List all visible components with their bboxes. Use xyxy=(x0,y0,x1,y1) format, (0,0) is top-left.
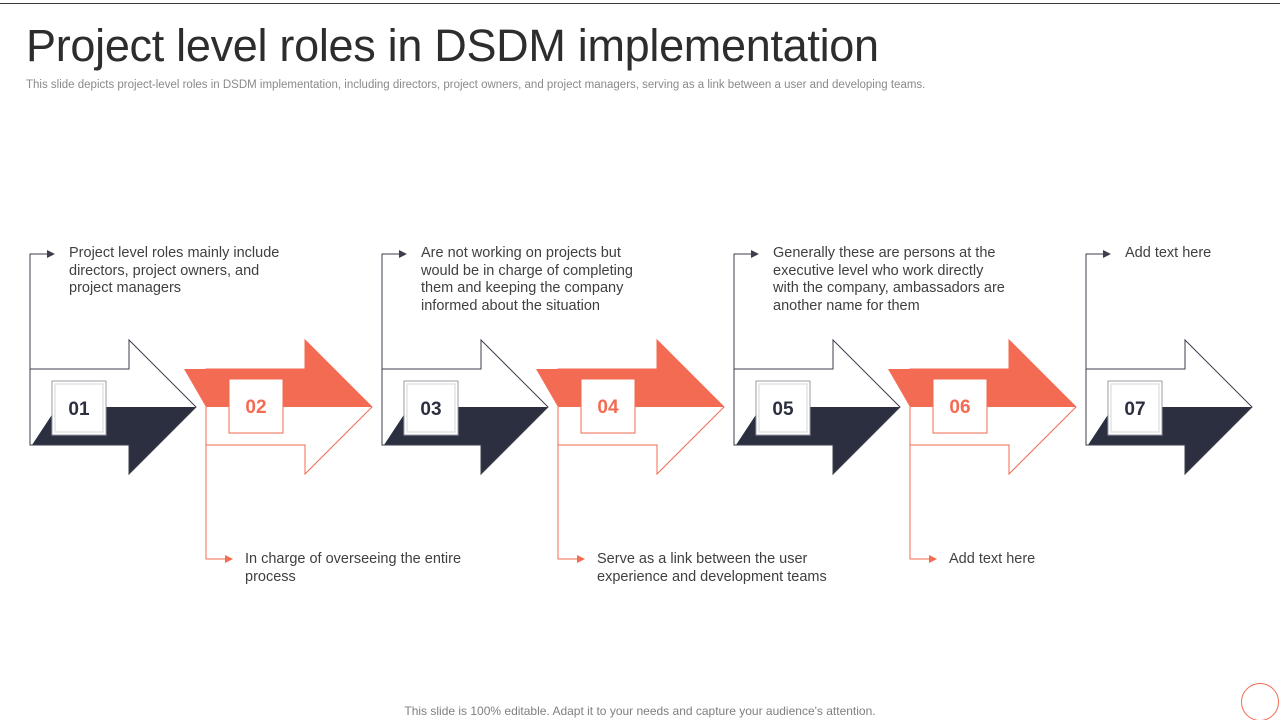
step-number-box xyxy=(51,380,107,436)
connector-line xyxy=(909,444,1009,560)
step-07: 07 xyxy=(1085,250,1253,476)
step-number-box-inner xyxy=(1110,383,1160,433)
step-02: 02 xyxy=(184,338,373,563)
corner-circle-decoration xyxy=(1241,683,1279,720)
step-02-text: In charge of overseeing the entire proce… xyxy=(245,551,462,585)
connector-line xyxy=(205,444,305,560)
step-number-box xyxy=(228,378,284,434)
connector-arrowhead-icon xyxy=(399,250,407,258)
step-04-text: Serve as a link between the user experie… xyxy=(597,551,827,585)
step-number-box xyxy=(755,380,811,436)
connector-arrowhead-icon xyxy=(751,250,759,258)
page-subtitle: This slide depicts project-level roles i… xyxy=(26,79,926,91)
step-number: 04 xyxy=(597,397,619,418)
step-number-box xyxy=(403,380,459,436)
connector-line xyxy=(733,253,833,370)
step-07-text: Add text here xyxy=(1125,245,1212,261)
page-title: Project level roles in DSDM implementati… xyxy=(26,20,879,71)
step-number-box-inner xyxy=(758,383,808,433)
step-06: 06 xyxy=(888,338,1077,563)
step-number-box-inner xyxy=(54,383,104,433)
arrow-outline xyxy=(733,338,901,476)
connector-line xyxy=(1085,253,1185,370)
arrow-outline xyxy=(29,338,197,476)
step-number: 02 xyxy=(245,397,266,418)
step-04: 04 xyxy=(536,338,725,563)
connector-line xyxy=(381,253,481,370)
step-number-box xyxy=(580,378,636,434)
step-05: 05 xyxy=(733,250,901,476)
arrow-outline xyxy=(1085,338,1253,476)
step-03-text: Are not working on projects but would be… xyxy=(421,245,633,314)
connector-arrowhead-icon xyxy=(47,250,55,258)
step-number: 03 xyxy=(420,399,441,420)
top-rule xyxy=(0,3,1280,4)
step-number: 01 xyxy=(68,399,90,420)
step-number-box-inner xyxy=(406,383,456,433)
step-number-box xyxy=(1107,380,1163,436)
step-06-text: Add text here xyxy=(949,551,1036,567)
connector-line xyxy=(29,253,129,370)
step-01: 01 xyxy=(29,250,197,476)
step-01-text: Project level roles mainly include direc… xyxy=(69,245,280,297)
connector-arrowhead-icon xyxy=(577,555,585,563)
connector-arrowhead-icon xyxy=(929,555,937,563)
connector-line xyxy=(557,444,657,560)
footer-text: This slide is 100% editable. Adapt it to… xyxy=(404,704,876,718)
step-number: 05 xyxy=(772,399,794,420)
connector-arrowhead-icon xyxy=(1103,250,1111,258)
step-03: 03 xyxy=(381,250,549,476)
step-number: 07 xyxy=(1124,399,1145,420)
step-number: 06 xyxy=(949,397,970,418)
connector-arrowhead-icon xyxy=(225,555,233,563)
arrow-outline xyxy=(381,338,549,476)
step-number-box xyxy=(932,378,988,434)
step-05-text: Generally these are persons at the execu… xyxy=(773,245,1005,314)
